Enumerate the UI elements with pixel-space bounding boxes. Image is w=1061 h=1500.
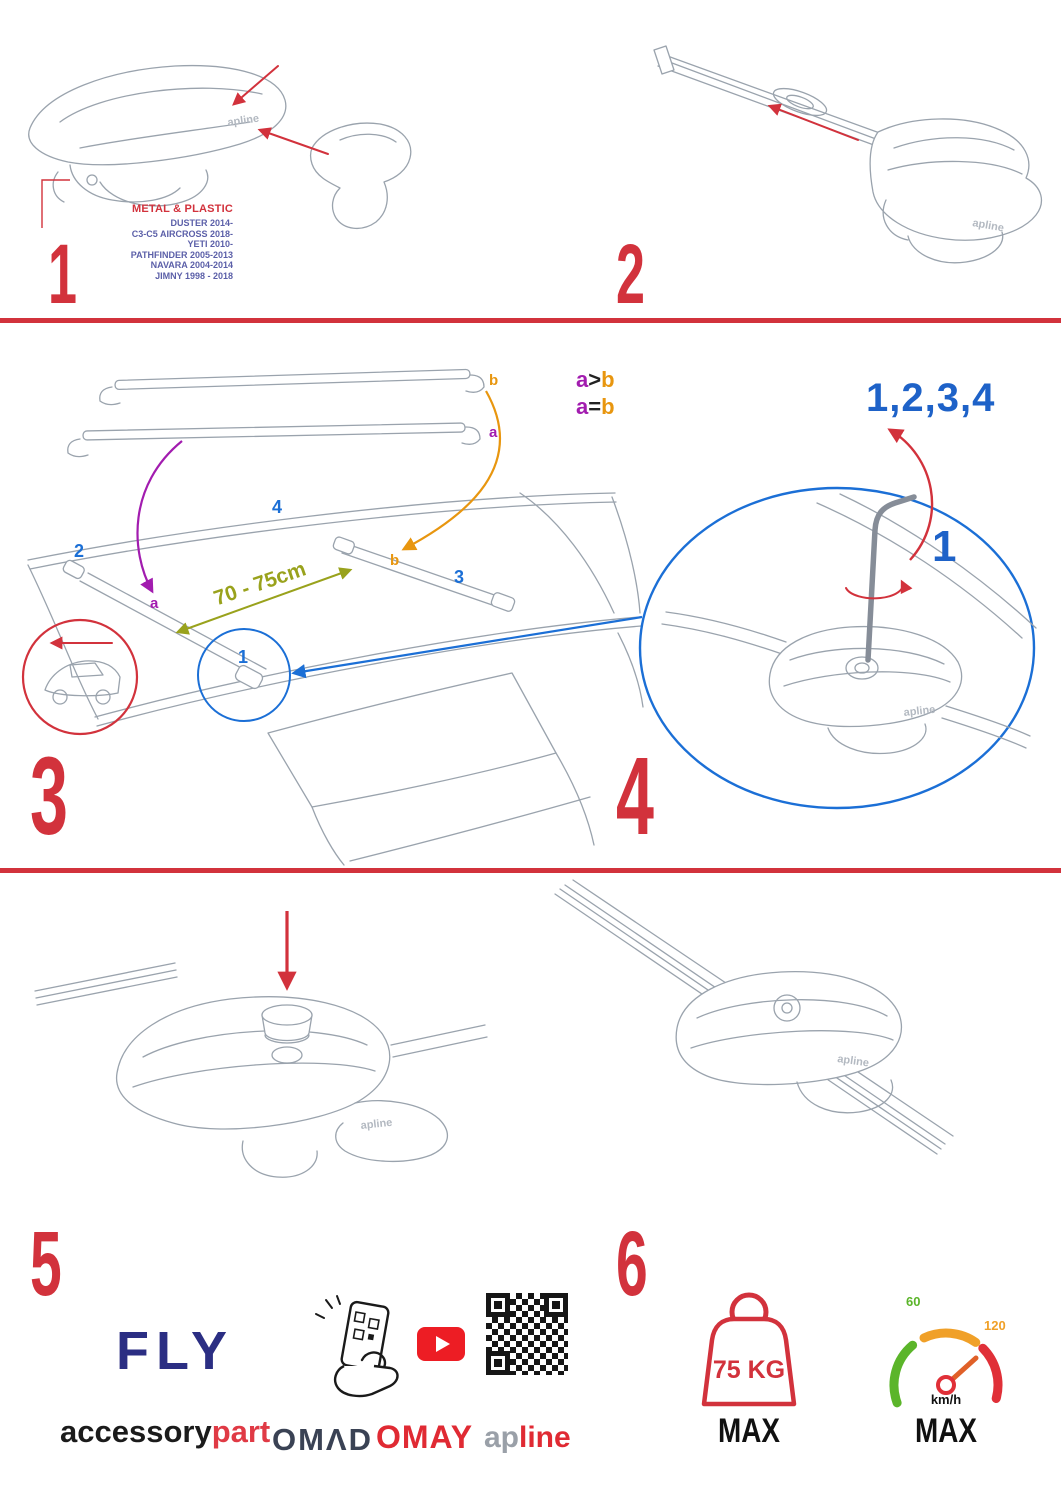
step-number-3: 3 bbox=[30, 735, 68, 858]
rule-op: = bbox=[588, 394, 602, 419]
speed-low-label: 60 bbox=[906, 1294, 920, 1309]
model-line: NAVARA 2004-2014 bbox=[150, 260, 233, 270]
bar-b-guide-curve bbox=[401, 390, 502, 551]
crossbar-b bbox=[114, 368, 471, 391]
max-weight-badge: 75 KG bbox=[701, 1292, 797, 1407]
section-divider bbox=[0, 868, 1061, 873]
bar-b-label: b bbox=[489, 372, 498, 389]
position-1-label: 1 bbox=[238, 647, 248, 667]
step4-zoom-detail-drawing: apline bbox=[638, 428, 1037, 810]
roof-a-label: a bbox=[150, 595, 159, 612]
rule-b: b bbox=[601, 367, 615, 392]
weight-value-label: 75 KG bbox=[713, 1356, 785, 1384]
model-line: JIMNY 1998 - 2018 bbox=[155, 270, 233, 281]
bar-a-guide-curve bbox=[136, 440, 183, 594]
tightening-sequence-label: 1,2,3,4 bbox=[866, 376, 996, 420]
foot-logo-text: apline bbox=[903, 704, 936, 719]
speed-high-label: 120 bbox=[984, 1318, 1006, 1333]
step-number-2: 2 bbox=[616, 227, 645, 321]
assembly-arrow-icon bbox=[232, 65, 279, 106]
zoom-ellipse bbox=[638, 486, 1036, 810]
roof-b-label: b bbox=[390, 552, 399, 569]
rotate-arrow-icon bbox=[845, 579, 913, 600]
position-2-label: 2 bbox=[74, 541, 84, 561]
foot-logo-text: apline bbox=[360, 1117, 393, 1132]
qr-finder-icon bbox=[544, 1293, 568, 1317]
rule-a: a bbox=[576, 394, 589, 419]
part-text: part bbox=[211, 1414, 271, 1449]
accessorypart-logo: accessorypart bbox=[60, 1414, 270, 1450]
step-number-5: 5 bbox=[30, 1213, 62, 1315]
first-position-label: 1 bbox=[932, 522, 957, 571]
speed-unit-label: km/h bbox=[931, 1392, 961, 1407]
length-rules: a>b a=b bbox=[576, 366, 615, 420]
omad-logo: OMΛD bbox=[272, 1422, 373, 1457]
position-3-label: 3 bbox=[454, 567, 464, 587]
zoom-connector-arrow-icon bbox=[291, 615, 643, 679]
foot-logo-text: apline bbox=[227, 113, 260, 129]
assembly-arrow-icon bbox=[257, 127, 329, 155]
slide-in-arrow-icon bbox=[767, 103, 859, 141]
step6-mounted-foot-drawing: apline bbox=[554, 879, 954, 1155]
apline-ap-text: ap bbox=[484, 1421, 520, 1454]
play-triangle-icon bbox=[435, 1336, 450, 1352]
rule-a: a bbox=[576, 367, 589, 392]
locking-cap bbox=[261, 1004, 313, 1026]
weight-max-label: MAX bbox=[718, 1412, 780, 1450]
qr-finder-icon bbox=[486, 1293, 510, 1317]
qr-finder-icon bbox=[486, 1351, 510, 1375]
model-line: C3-C5 AIRCROSS 2018- bbox=[131, 228, 233, 239]
qr-code bbox=[486, 1293, 568, 1375]
max-speed-gauge: 60 120 km/h bbox=[889, 1294, 1006, 1408]
bar-a-label: a bbox=[489, 424, 498, 441]
model-line: YETI 2010- bbox=[187, 239, 233, 249]
step-number-1: 1 bbox=[48, 227, 77, 321]
apline-line-text: line bbox=[519, 1421, 571, 1454]
youtube-icon bbox=[417, 1327, 465, 1361]
step5-cap-install-drawing: apline bbox=[34, 911, 488, 1178]
rule-a-eq-b: a=b bbox=[576, 393, 615, 420]
foot-logo-text: apline bbox=[837, 1053, 870, 1069]
omay-logo: OMAY bbox=[376, 1419, 474, 1455]
rule-a-gt-b: a>b bbox=[576, 366, 615, 393]
allen-key-icon bbox=[865, 494, 917, 663]
accessory-text: accessory bbox=[60, 1414, 212, 1449]
model-line: PATHFINDER 2005-2013 bbox=[130, 249, 233, 260]
step2-bar-end-drawing: apline bbox=[653, 45, 1043, 264]
step1-exploded-foot-drawing: apline bbox=[28, 64, 412, 229]
car-direction-inset bbox=[21, 618, 139, 736]
position-4-label: 4 bbox=[272, 497, 282, 517]
zoom-source-circle bbox=[197, 628, 291, 722]
span-measure-arrow-icon bbox=[175, 567, 353, 635]
step-number-6: 6 bbox=[616, 1213, 648, 1315]
leader-line bbox=[41, 179, 70, 228]
brand-fly-logo: FLY bbox=[116, 1321, 235, 1381]
sequence-pointer-arrow-icon bbox=[887, 428, 934, 561]
crossbar-a bbox=[82, 422, 466, 441]
step3-roof-mounting-drawing: b a 2 4 3 1 b a bbox=[21, 368, 644, 866]
foot-logo-text: apline bbox=[971, 217, 1004, 234]
rule-op: > bbox=[588, 367, 602, 392]
speed-max-label: MAX bbox=[915, 1412, 977, 1450]
model-line: DUSTER 2014- bbox=[170, 218, 233, 228]
step-number-4: 4 bbox=[616, 735, 654, 858]
compatibility-list: METAL & PLASTIC DUSTER 2014- C3-C5 AIRCR… bbox=[88, 203, 233, 281]
scan-qr-hand-icon bbox=[315, 1295, 399, 1398]
rule-b: b bbox=[601, 394, 615, 419]
material-label: METAL & PLASTIC bbox=[132, 203, 233, 215]
apline-logo: apline bbox=[484, 1421, 571, 1455]
section-divider bbox=[0, 318, 1061, 323]
